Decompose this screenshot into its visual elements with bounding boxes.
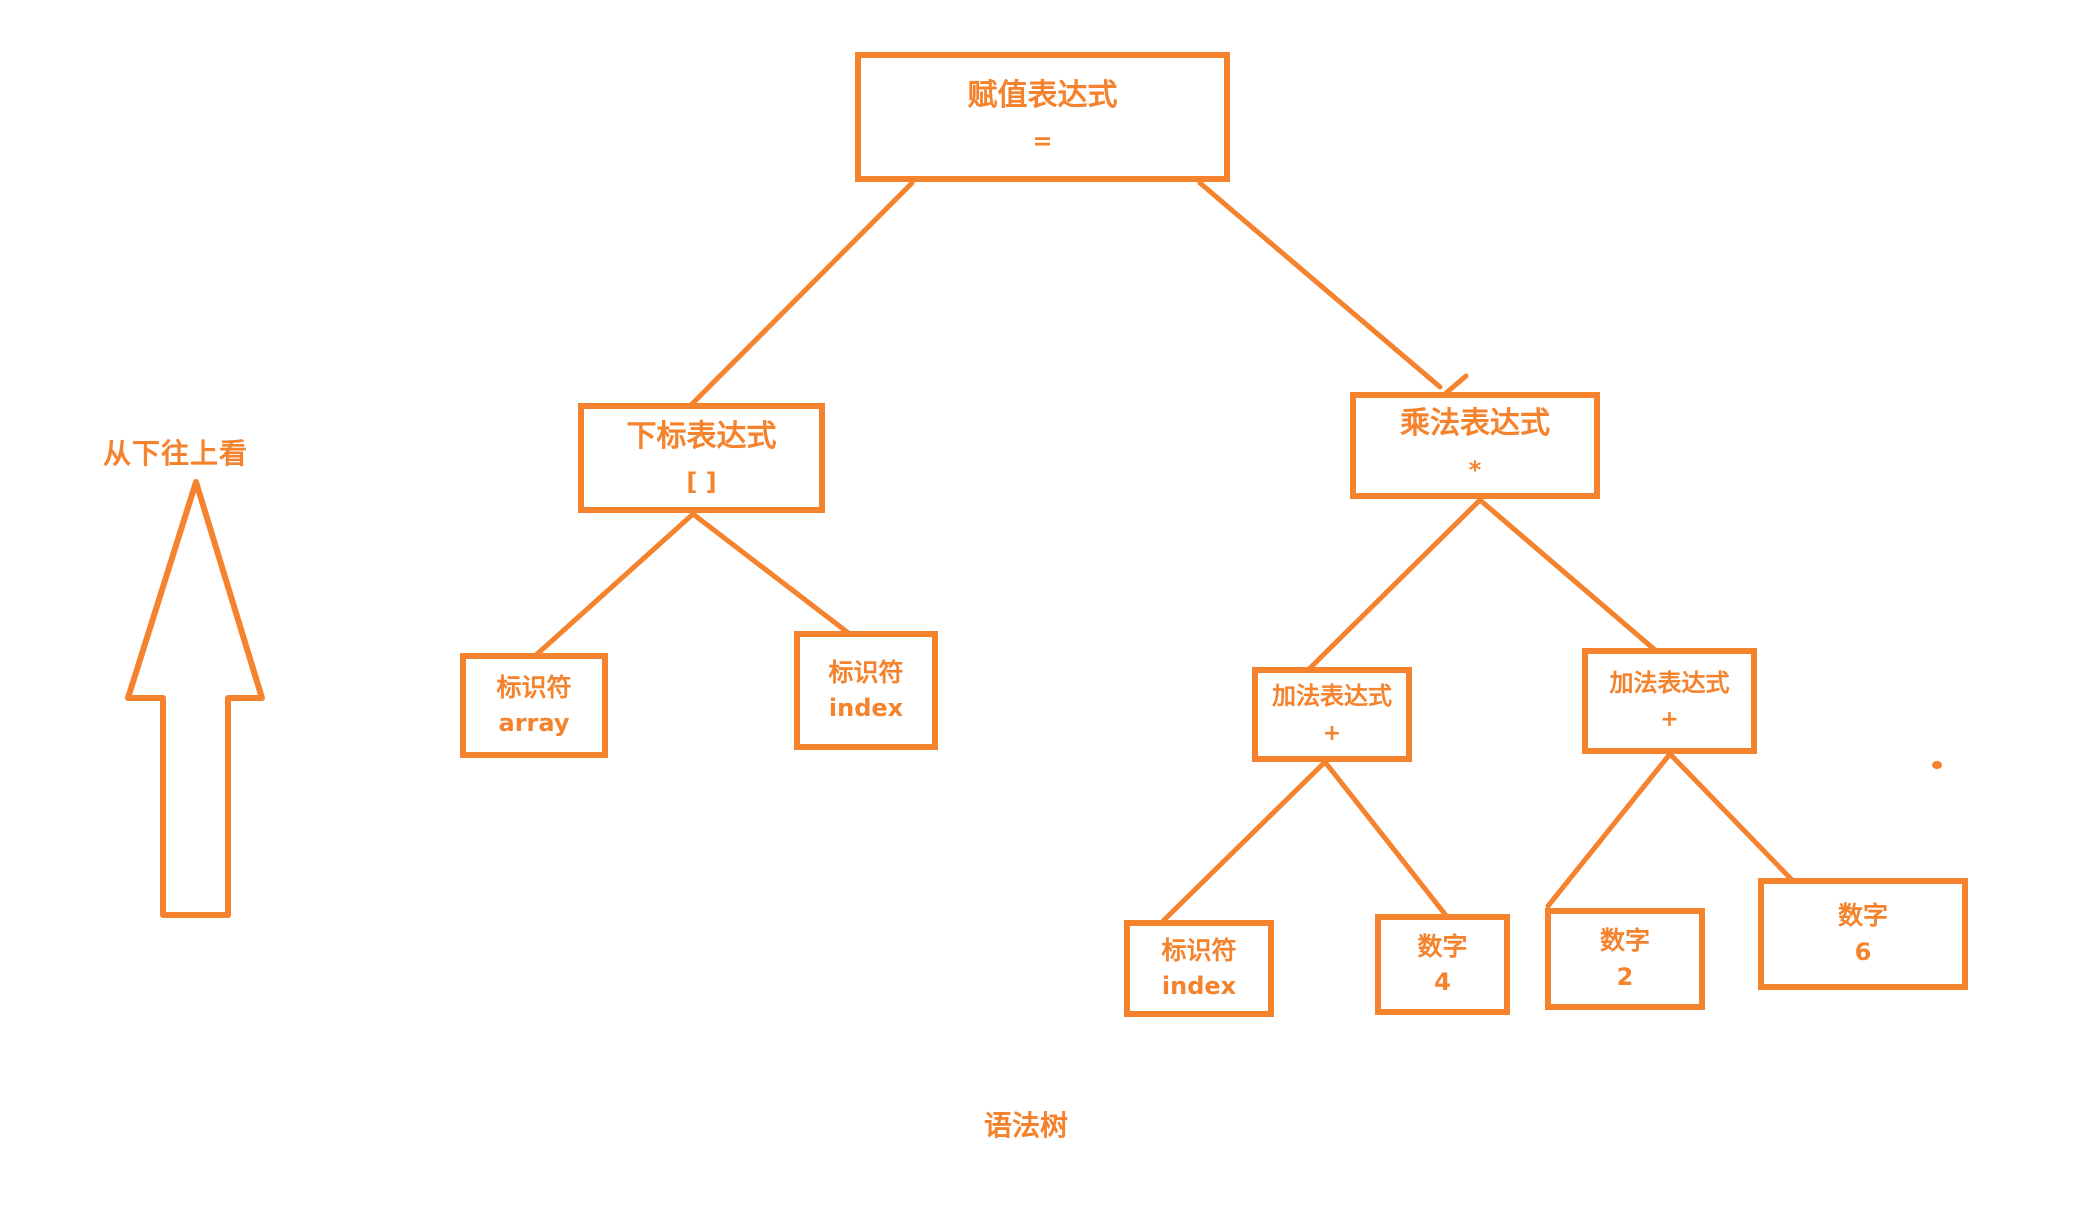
node-operator: [ ] bbox=[686, 468, 717, 497]
node-add-expression-right: 加法表达式 + bbox=[1582, 648, 1757, 754]
node-title: 赋值表达式 bbox=[967, 77, 1118, 113]
node-title: 数字 bbox=[1599, 926, 1650, 956]
node-identifier-array: 标识符 array bbox=[460, 653, 608, 758]
node-title: 标识符 bbox=[828, 657, 904, 687]
node-title: 数字 bbox=[1417, 931, 1468, 961]
node-subscript-expression: 下标表达式 [ ] bbox=[578, 403, 825, 513]
node-title: 数字 bbox=[1837, 901, 1888, 931]
node-title: 下标表达式 bbox=[626, 418, 777, 454]
node-operator: * bbox=[1468, 455, 1482, 484]
node-number-2: 数字 2 bbox=[1545, 908, 1705, 1010]
node-number-6: 数字 6 bbox=[1758, 878, 1968, 990]
edge-addleft-index2 bbox=[1157, 759, 1328, 927]
node-operator: 4 bbox=[1434, 968, 1451, 997]
edge-addright-number6 bbox=[1667, 751, 1795, 883]
node-operator: index bbox=[1161, 972, 1237, 1001]
node-number-4: 数字 4 bbox=[1375, 914, 1510, 1015]
side-label-read-bottom-up: 从下往上看 bbox=[103, 437, 249, 470]
node-operator: + bbox=[1660, 707, 1679, 733]
edge-addleft-number4 bbox=[1322, 759, 1451, 921]
node-multiply-expression: 乘法表达式 * bbox=[1350, 392, 1600, 499]
stray-dot bbox=[1932, 761, 1942, 769]
node-title: 标识符 bbox=[1161, 935, 1237, 965]
node-add-expression-left: 加法表达式 + bbox=[1252, 667, 1412, 762]
node-title: 加法表达式 bbox=[1609, 668, 1730, 697]
node-identifier-index-2: 标识符 index bbox=[1124, 920, 1274, 1017]
node-operator: = bbox=[1032, 127, 1053, 156]
edge-assignment-subscript bbox=[687, 180, 915, 409]
node-assignment-expression: 赋值表达式 = bbox=[855, 52, 1230, 182]
edge-multiply-addright bbox=[1477, 497, 1658, 653]
node-title: 乘法表达式 bbox=[1400, 406, 1550, 442]
node-operator: 6 bbox=[1854, 937, 1872, 966]
diagram-caption: 语法树 bbox=[984, 1109, 1069, 1142]
edge-multiply-addleft bbox=[1305, 497, 1483, 673]
node-operator: array bbox=[498, 709, 570, 738]
node-identifier-index: 标识符 index bbox=[794, 631, 938, 750]
edge-assignment-multiply bbox=[1197, 180, 1443, 390]
edge-subscript-array bbox=[522, 511, 696, 668]
edge-end-tick bbox=[1443, 373, 1469, 396]
edge-addright-number2 bbox=[1545, 751, 1673, 909]
edge-subscript-index bbox=[690, 511, 871, 651]
node-title: 加法表达式 bbox=[1272, 682, 1392, 711]
node-operator: 2 bbox=[1616, 962, 1634, 991]
node-operator: + bbox=[1322, 720, 1342, 746]
up-arrow-icon bbox=[125, 479, 265, 918]
node-operator: index bbox=[828, 694, 904, 723]
node-title: 标识符 bbox=[496, 672, 572, 702]
